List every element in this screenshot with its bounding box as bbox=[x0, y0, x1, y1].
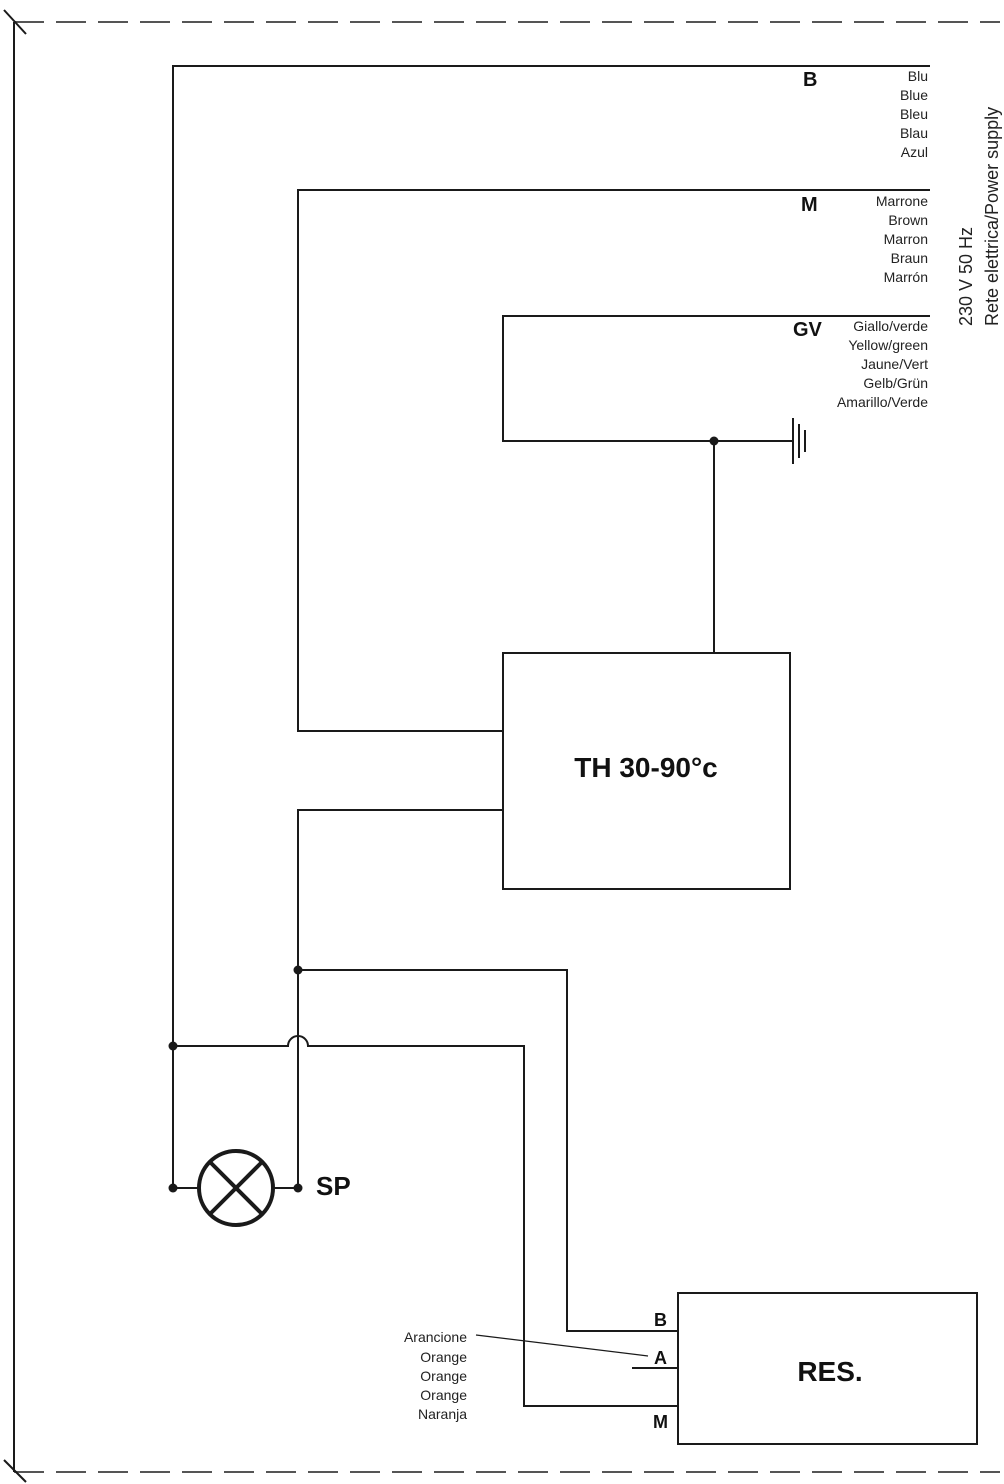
top-corner-mark bbox=[3, 9, 27, 35]
wire-blue bbox=[172, 65, 930, 1188]
svg-text:Amarillo/Verde: Amarillo/Verde bbox=[837, 394, 928, 410]
lamp-label: SP bbox=[316, 1171, 351, 1201]
svg-text:Naranja: Naranja bbox=[418, 1406, 467, 1422]
svg-text:Azul: Azul bbox=[901, 144, 928, 160]
svg-text:Bleu: Bleu bbox=[900, 106, 928, 122]
svg-text:Jaune/Vert: Jaune/Vert bbox=[861, 356, 928, 372]
terminal-a-label: A bbox=[654, 1348, 667, 1368]
svg-text:Marron: Marron bbox=[884, 231, 928, 247]
orange-wire-names: Arancione Orange Orange Orange Naranja bbox=[404, 1329, 467, 1422]
svg-text:Marrón: Marrón bbox=[884, 269, 928, 285]
wire-code-b: B bbox=[803, 69, 817, 91]
svg-text:Blau: Blau bbox=[900, 125, 928, 141]
bottom-corner-mark bbox=[3, 1459, 27, 1483]
svg-text:Brown: Brown bbox=[888, 212, 928, 228]
wire-to-res-b bbox=[298, 969, 678, 1332]
wire-names-earth: Giallo/verde Yellow/green Jaune/Vert Gel… bbox=[837, 318, 928, 410]
ground-icon bbox=[792, 418, 806, 464]
svg-text:Gelb/Grün: Gelb/Grün bbox=[863, 375, 928, 391]
power-supply-voltage: 230 V 50 Hz bbox=[956, 227, 976, 326]
wire-code-m: M bbox=[801, 194, 818, 216]
power-supply-label: Rete elettrica/Power supply bbox=[982, 107, 1002, 326]
wire-code-gv: GV bbox=[793, 319, 823, 341]
wire-thermostat-out bbox=[297, 809, 503, 1188]
svg-text:Marrone: Marrone bbox=[876, 193, 928, 209]
svg-text:Orange: Orange bbox=[420, 1368, 467, 1384]
terminal-b-label: B bbox=[654, 1310, 667, 1330]
svg-text:Orange: Orange bbox=[420, 1349, 467, 1365]
thermostat-box bbox=[502, 652, 791, 890]
svg-text:Yellow/green: Yellow/green bbox=[848, 337, 928, 353]
svg-text:Blu: Blu bbox=[908, 68, 928, 84]
thermostat-label: TH 30-90°c bbox=[574, 752, 718, 783]
wire-names-brown: Marrone Brown Marron Braun Marrón bbox=[876, 193, 928, 285]
wire-earth bbox=[502, 315, 930, 442]
svg-text:Arancione: Arancione bbox=[404, 1329, 467, 1345]
svg-text:Orange: Orange bbox=[420, 1387, 467, 1403]
terminal-m-label: M bbox=[653, 1412, 668, 1432]
junction-node bbox=[168, 1183, 178, 1193]
svg-text:Braun: Braun bbox=[891, 250, 928, 266]
svg-text:Blue: Blue bbox=[900, 87, 928, 103]
wire-names-blue: Blu Blue Bleu Blau Azul bbox=[900, 68, 928, 160]
svg-text:Giallo/verde: Giallo/verde bbox=[853, 318, 928, 334]
orange-leader bbox=[475, 1334, 649, 1357]
wire-brown bbox=[297, 189, 930, 732]
resistance-label: RES. bbox=[797, 1356, 862, 1387]
junction-node bbox=[293, 1183, 303, 1193]
wire-to-res-m bbox=[173, 1035, 678, 1407]
lamp-icon bbox=[197, 1149, 275, 1227]
resistance-box bbox=[677, 1292, 978, 1445]
